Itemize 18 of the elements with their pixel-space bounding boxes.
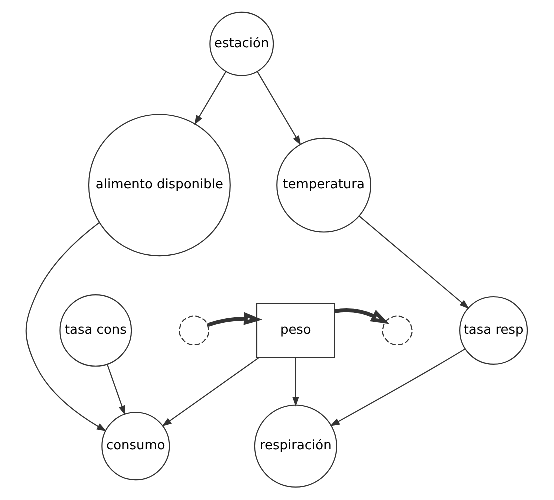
arrow	[208, 312, 263, 327]
node-circle: estación	[210, 12, 274, 76]
node-cloud	[178, 316, 210, 346]
arrow	[106, 364, 126, 416]
node-circle: consumo	[102, 412, 170, 481]
node-circle: respiración	[254, 404, 338, 488]
arrow	[257, 71, 302, 146]
arrow	[26, 222, 107, 432]
arrow	[162, 357, 260, 427]
arrow	[194, 71, 227, 126]
node-cloud	[382, 316, 413, 346]
node-circle: temperatura	[276, 138, 372, 233]
arrow	[292, 358, 300, 407]
arrow	[330, 348, 466, 426]
arrow	[334, 308, 390, 324]
node-box: peso	[256, 303, 336, 358]
node-circle: tasa cons	[60, 294, 132, 367]
arrow	[359, 216, 470, 310]
